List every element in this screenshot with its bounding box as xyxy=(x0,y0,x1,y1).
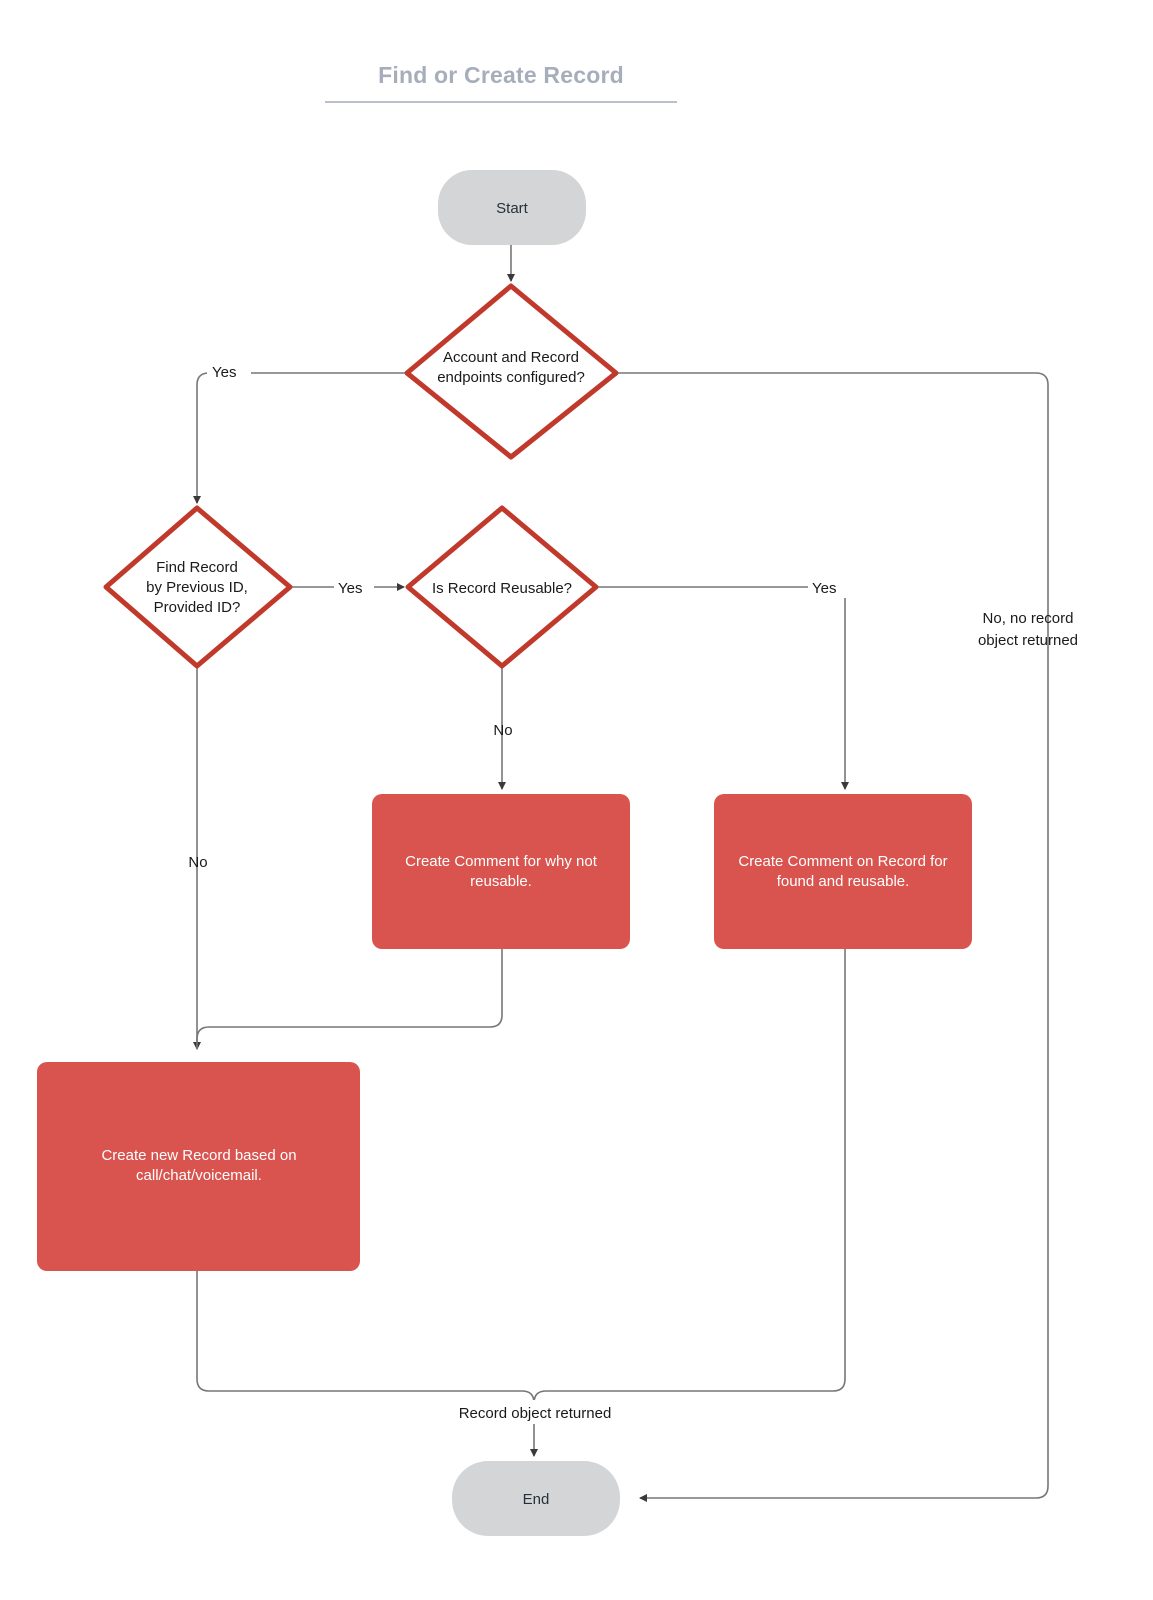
start-label: Start xyxy=(496,200,529,217)
edge-p1-to-p3 xyxy=(196,949,503,1049)
decision-3-shape xyxy=(405,505,599,669)
edge-p3-to-end xyxy=(196,1271,538,1457)
edge-label-no-record-line1: No, no record xyxy=(983,610,1074,627)
decision-1-label-line1: Account and Record xyxy=(443,349,579,366)
node-process-create-new-record[interactable]: Create new Record based on call/chat/voi… xyxy=(37,1062,360,1271)
node-decision-endpoints-configured[interactable]: Account and Record endpoints configured? xyxy=(404,283,619,460)
process-2-label-line2: found and reusable. xyxy=(777,873,910,890)
process-3-shape xyxy=(37,1062,360,1271)
edge-p2-to-end xyxy=(533,949,846,1420)
edge-label-bg-1 xyxy=(207,361,251,383)
node-start[interactable]: Start xyxy=(438,170,586,245)
process-1-label-line2: reusable. xyxy=(470,873,532,890)
process-2-shape xyxy=(714,794,972,949)
edge-label-bg-4 xyxy=(444,1400,626,1424)
edge-label-no-record-line2: object returned xyxy=(978,632,1078,649)
decision-2-label-line2: by Previous ID, xyxy=(146,579,248,596)
page-title: Find or Create Record xyxy=(325,62,677,103)
edge-label-yes-d1: Yes xyxy=(212,364,236,381)
decision-3-label-line1: Is Record Reusable? xyxy=(432,580,572,597)
node-decision-find-record[interactable]: Find Record by Previous ID, Provided ID? xyxy=(103,505,293,669)
decision-1-shape xyxy=(404,283,619,460)
edge-d1-yes-to-d2 xyxy=(193,372,405,504)
edge-d3-yes-to-p2 xyxy=(598,586,849,790)
process-1-shape xyxy=(372,794,630,949)
process-1-label-line1: Create Comment for why not xyxy=(405,853,598,870)
start-shape xyxy=(438,170,586,245)
node-end[interactable]: End xyxy=(452,1461,620,1536)
edge-d1-no-to-end xyxy=(618,372,1049,1502)
end-shape xyxy=(452,1461,620,1536)
process-3-label-line2: call/chat/voicemail. xyxy=(136,1167,262,1184)
edge-label-yes-d2: Yes xyxy=(338,580,362,597)
decision-1-label-line2: endpoints configured? xyxy=(437,369,585,386)
edge-label-bg-3 xyxy=(808,576,848,598)
edge-label-record-object-returned: Record object returned xyxy=(459,1405,612,1422)
edge-label-bg-2 xyxy=(334,576,374,598)
process-3-label-line1: Create new Record based on xyxy=(101,1147,296,1164)
process-2-label-line1: Create Comment on Record for xyxy=(738,853,947,870)
node-process-create-comment-found-reusable[interactable]: Create Comment on Record for found and r… xyxy=(714,794,972,949)
decision-2-label-line3: Provided ID? xyxy=(154,599,241,616)
page-title-text: Find or Create Record xyxy=(378,62,624,88)
edge-label-no-d2: No xyxy=(188,854,207,871)
edge-label-no-d3: No xyxy=(493,722,512,739)
decision-2-shape xyxy=(103,505,293,669)
end-label: End xyxy=(523,1491,550,1508)
decision-2-label-line1: Find Record xyxy=(156,559,238,576)
node-decision-record-reusable[interactable]: Is Record Reusable? xyxy=(405,505,599,669)
edge-label-yes-d3: Yes xyxy=(812,580,836,597)
node-process-create-comment-not-reusable[interactable]: Create Comment for why not reusable. xyxy=(372,794,630,949)
